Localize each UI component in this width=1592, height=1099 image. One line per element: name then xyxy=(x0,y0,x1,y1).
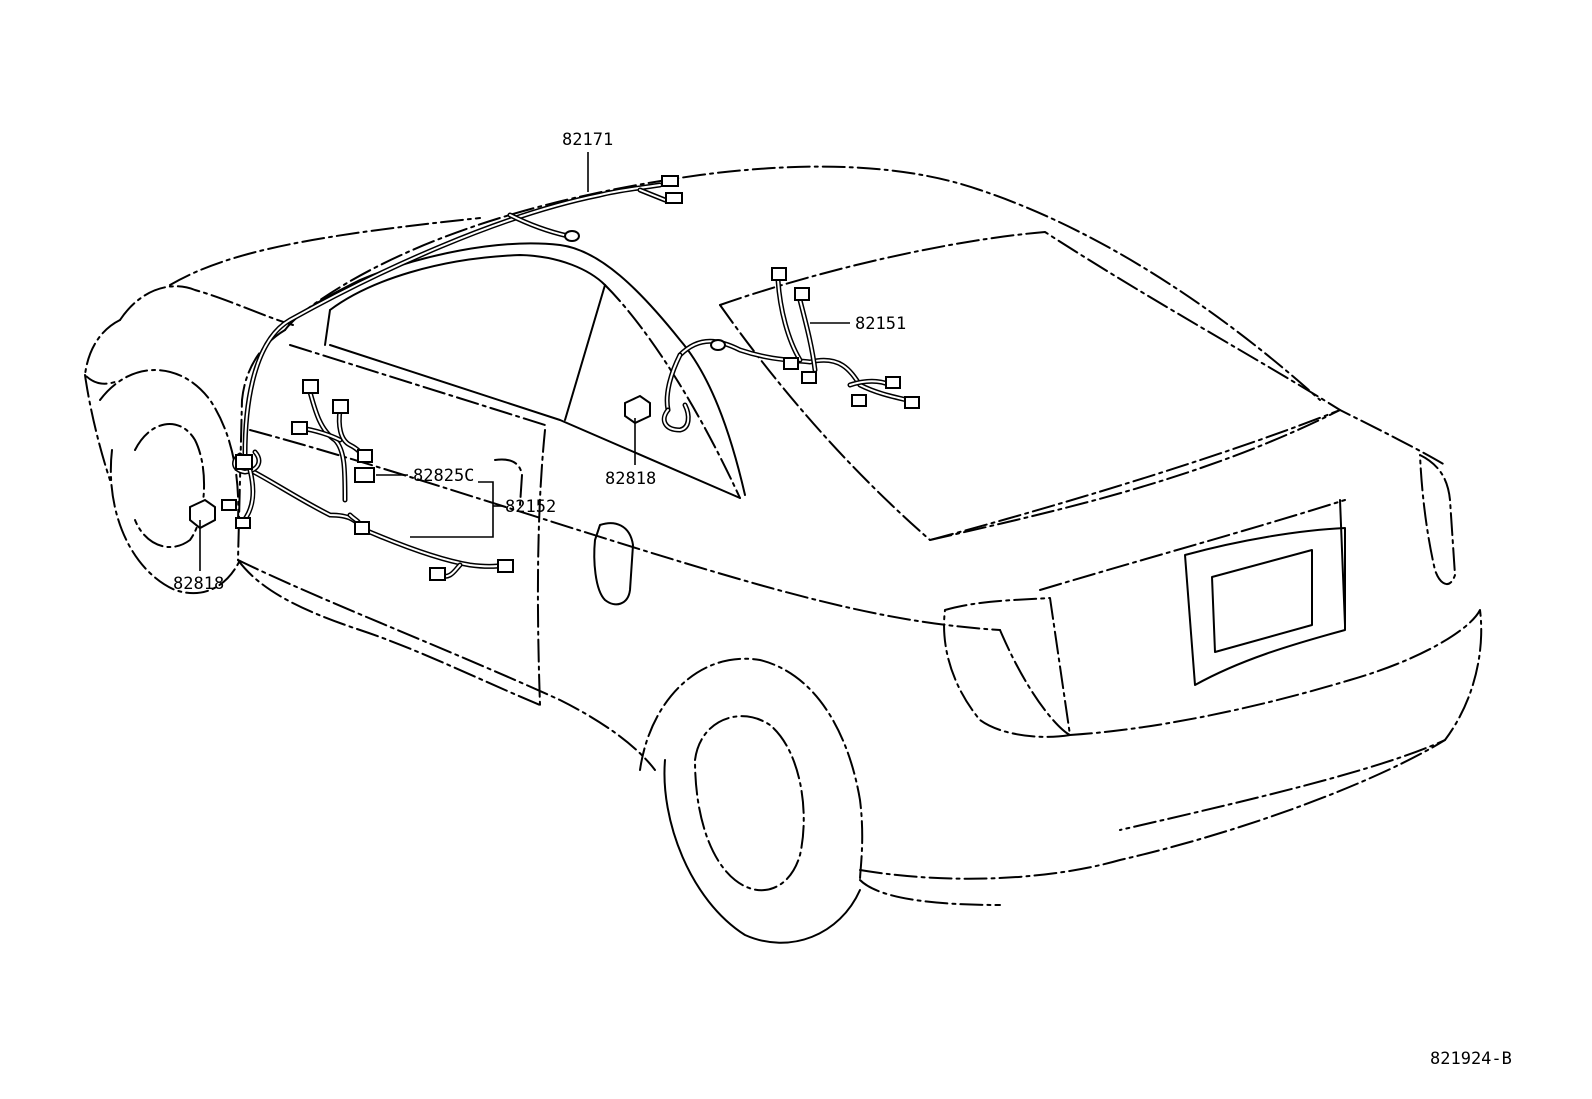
door-outline xyxy=(237,329,541,706)
door-connector-5 xyxy=(354,521,370,535)
rear-connector-6 xyxy=(885,376,901,389)
label-82152: 82152 xyxy=(505,497,556,517)
junction-block-right-shape xyxy=(624,394,651,425)
leader-lines xyxy=(410,152,850,538)
tail-light-left xyxy=(943,597,1071,738)
rear-connector-1 xyxy=(771,267,787,281)
car-body xyxy=(84,165,1483,944)
front-tire-inner xyxy=(134,423,205,549)
quarter-window-frame xyxy=(604,284,741,499)
rear-connector-4 xyxy=(801,371,817,384)
roof-connector-2 xyxy=(665,192,683,204)
diagram-reference-code: 821924-B xyxy=(1430,1049,1512,1069)
front-fascia xyxy=(84,319,121,385)
rear-bumper xyxy=(1069,609,1483,831)
rear-window-outline xyxy=(719,231,1341,541)
door-connector-4 xyxy=(357,449,373,463)
roof-ground-terminal xyxy=(564,230,580,242)
door-grommet xyxy=(235,454,253,470)
tail-light-right xyxy=(1419,454,1456,585)
door-connector-3 xyxy=(291,421,308,435)
trunk-lid xyxy=(929,409,1446,541)
window-sill xyxy=(324,309,331,346)
harness-82152-door xyxy=(221,379,514,581)
quarter-panel xyxy=(999,629,1071,736)
door-handle-recess xyxy=(494,458,523,506)
license-plate-recess xyxy=(1184,527,1346,686)
junction-block-left xyxy=(189,498,216,571)
hood-outline xyxy=(119,285,294,326)
front-bumper xyxy=(84,374,111,481)
rear-connector-2 xyxy=(794,287,810,301)
rear-wheel-arch xyxy=(639,657,864,881)
door-connector-2 xyxy=(332,399,349,414)
roof-connector-1 xyxy=(661,175,679,187)
door-connector-9 xyxy=(235,517,251,529)
rear-tire-tread xyxy=(859,879,1001,906)
license-plate xyxy=(1211,549,1313,653)
side-window-lower xyxy=(329,344,741,499)
leader-82152 xyxy=(410,481,494,538)
door-connector-1 xyxy=(302,379,319,394)
b-pillar xyxy=(564,284,606,421)
junction-block-right xyxy=(624,394,651,465)
fuel-door xyxy=(593,522,634,606)
side-character-line xyxy=(249,429,1001,631)
rear-connector-5 xyxy=(851,394,867,407)
roof-outline xyxy=(292,165,1321,401)
door-belt-line xyxy=(289,344,546,426)
door-rear-edge xyxy=(536,429,546,706)
rear-tire xyxy=(663,759,861,944)
rocker-panel xyxy=(237,559,656,771)
rear-connector-7 xyxy=(904,396,920,409)
a-pillar xyxy=(284,242,746,496)
rear-connector-3 xyxy=(783,357,799,370)
door-connector-8 xyxy=(221,499,237,511)
connector-82825C xyxy=(354,467,408,483)
label-82151: 82151 xyxy=(855,314,906,334)
harness-82151-rear xyxy=(661,267,920,433)
front-wheel-arch xyxy=(99,369,240,521)
rear-grommet xyxy=(710,339,726,351)
trunk-edge xyxy=(1039,499,1346,591)
rear-window-lower xyxy=(719,304,931,541)
label-82818-left: 82818 xyxy=(173,574,224,594)
door-connector-82825C xyxy=(354,467,375,483)
rear-tire-inner xyxy=(694,715,805,892)
label-82825C: 82825C xyxy=(413,466,474,486)
windshield-outline xyxy=(169,217,481,286)
junction-block-left-shape xyxy=(189,498,216,530)
door-connector-6 xyxy=(429,567,446,581)
label-82818-right: 82818 xyxy=(605,469,656,489)
side-window-upper xyxy=(329,254,606,311)
rear-bumper-lower xyxy=(859,739,1446,880)
harness-82171-roof xyxy=(242,175,683,458)
door-connector-7 xyxy=(497,559,514,573)
label-82171: 82171 xyxy=(562,130,613,150)
front-tire xyxy=(109,449,241,595)
